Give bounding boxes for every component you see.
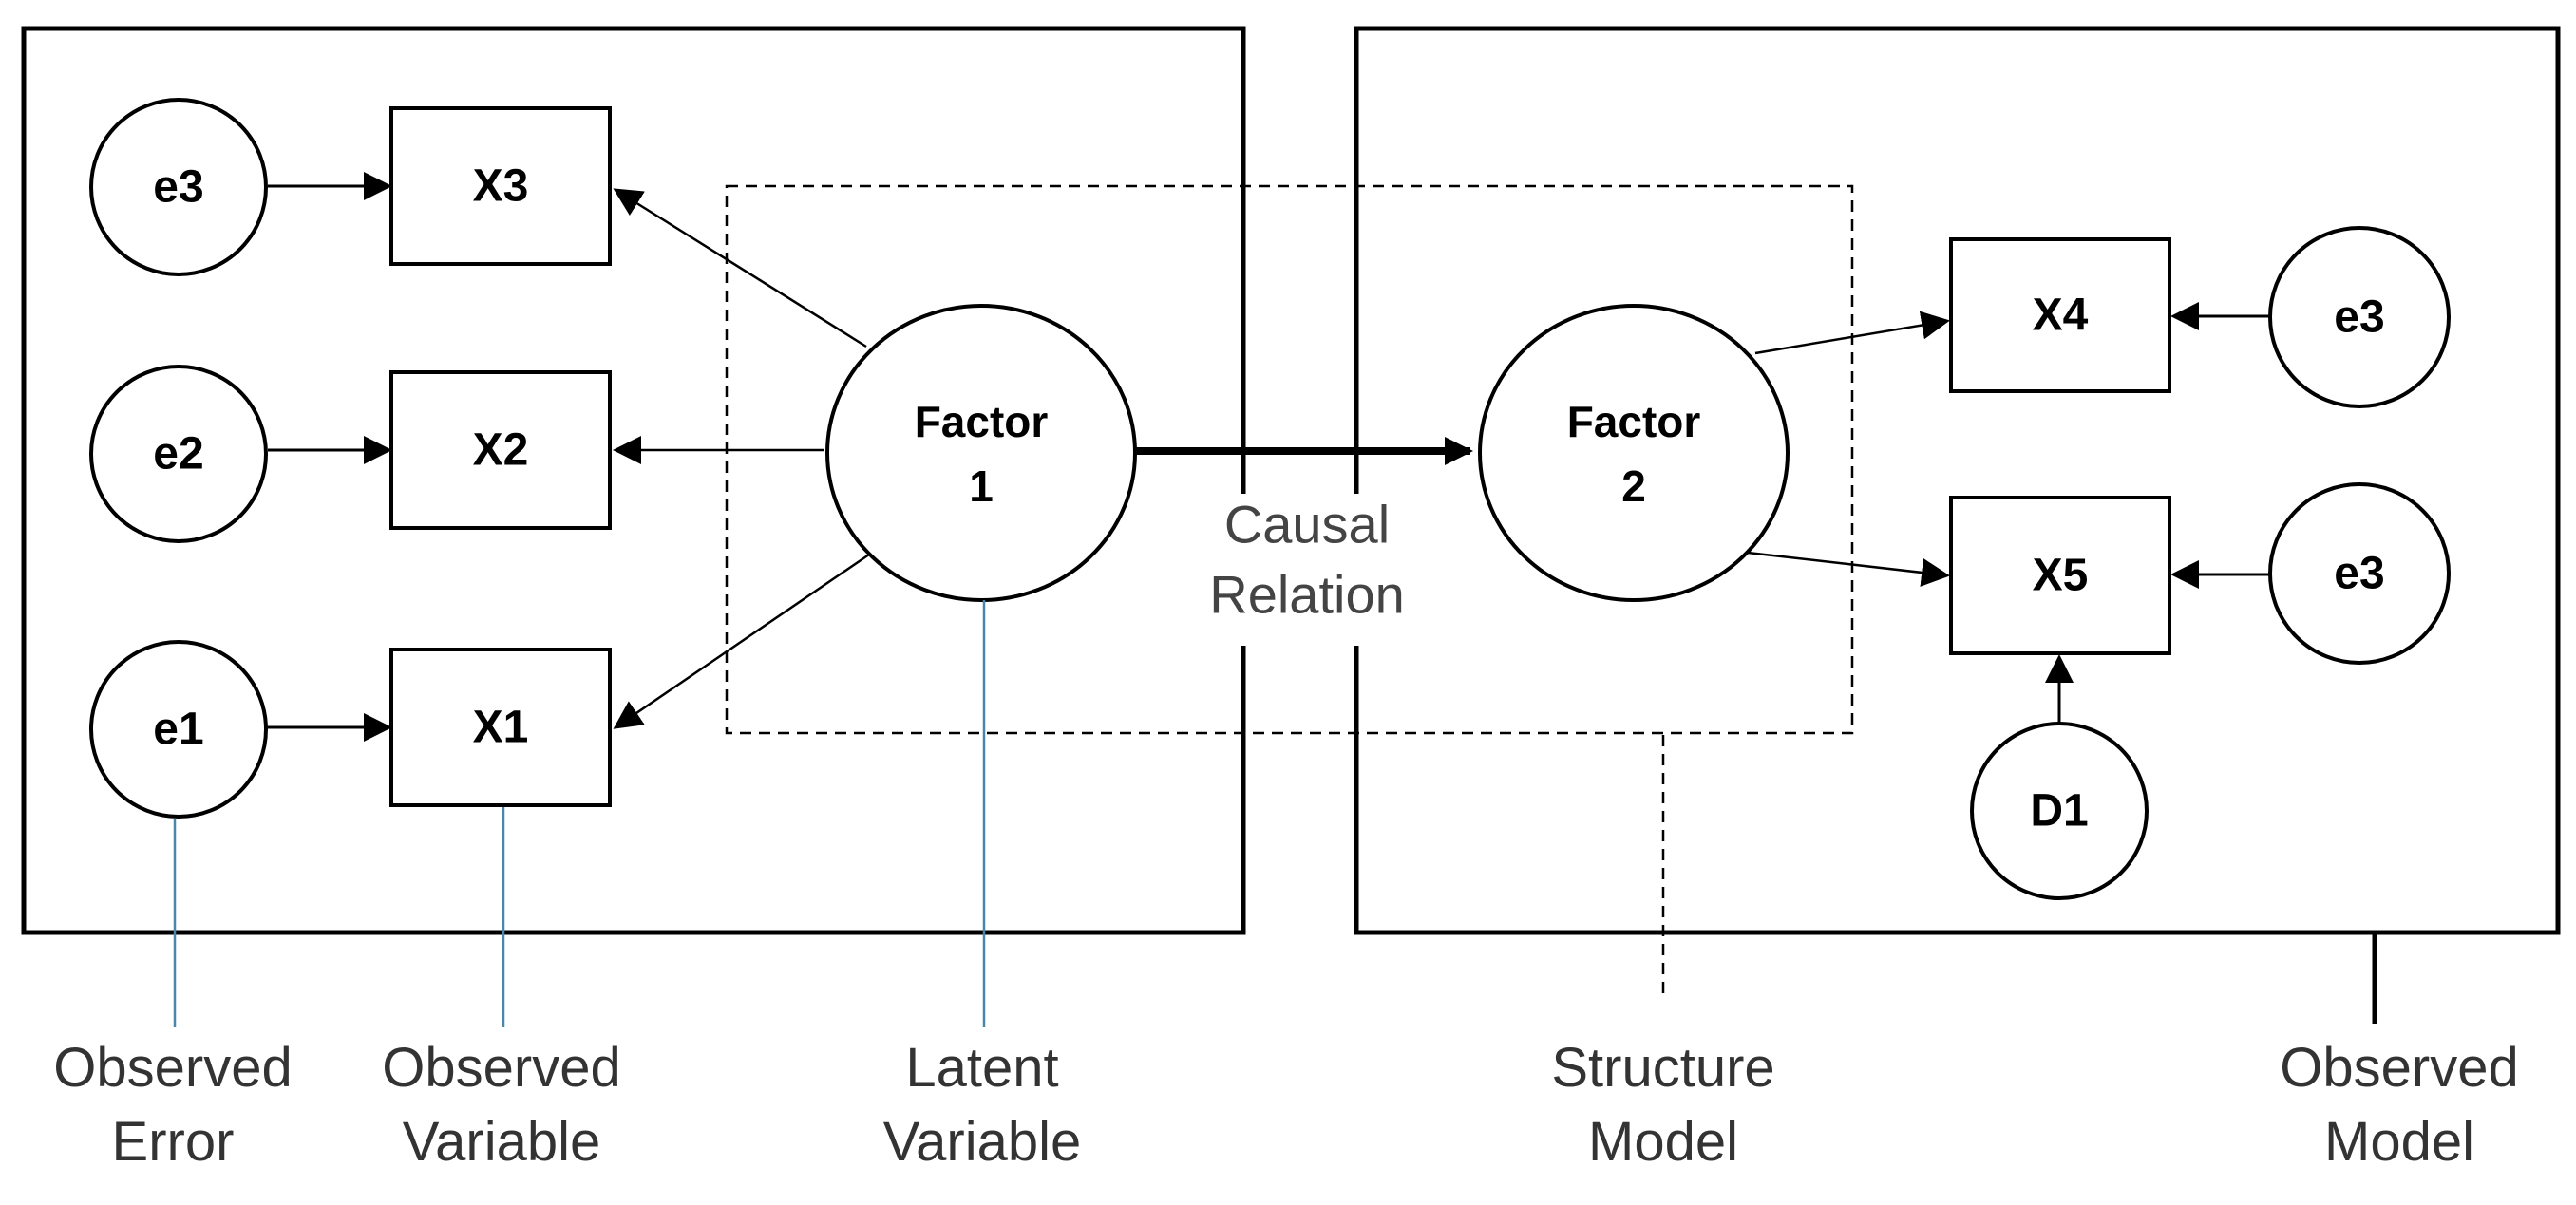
svg-text:Error: Error	[112, 1111, 235, 1173]
svg-text:Model: Model	[1588, 1111, 1738, 1173]
arrow-f2-x5	[1747, 551, 1950, 587]
left-error-e2: e2	[89, 365, 268, 543]
right-error-e3-upper: e3	[2268, 226, 2451, 408]
svg-text:Relation: Relation	[1209, 565, 1404, 625]
observed-variable-x3: X3	[389, 106, 612, 266]
svg-text:X3: X3	[473, 161, 529, 212]
svg-text:Structure: Structure	[1551, 1037, 1774, 1099]
svg-text:Factor: Factor	[1567, 397, 1701, 446]
factor-1: Factor 1	[825, 304, 1137, 602]
svg-text:D1: D1	[2030, 786, 2088, 837]
svg-text:e3: e3	[2334, 292, 2384, 343]
right-observed-model-box	[1354, 26, 2561, 935]
caption-observed-error: Observed Error	[53, 1037, 292, 1173]
causal-relation-label: Causal Relation	[1209, 495, 1404, 625]
observed-variable-x1: X1	[389, 648, 612, 807]
left-observed-model-box	[21, 26, 1246, 935]
svg-text:Observed: Observed	[53, 1037, 292, 1099]
observed-variable-x5: X5	[1949, 496, 2171, 655]
observed-variable-x4: X4	[1949, 237, 2171, 393]
caption-observed-variable: Observed Variable	[382, 1037, 620, 1173]
svg-text:Variable: Variable	[883, 1111, 1082, 1173]
caption-structure-model: Structure Model	[1551, 1037, 1774, 1173]
causal-gap-mask	[1225, 494, 1377, 646]
svg-text:e2: e2	[153, 429, 203, 480]
svg-text:Model: Model	[2324, 1111, 2474, 1173]
factor-2: Factor 2	[1478, 304, 1790, 602]
left-error-e1: e1	[89, 640, 268, 819]
observed-variable-x2: X2	[389, 370, 612, 530]
caption-latent-variable: Latent Variable	[883, 1037, 1082, 1173]
svg-text:e1: e1	[153, 705, 203, 755]
svg-text:e3: e3	[153, 162, 203, 213]
arrow-f1-x1	[613, 553, 870, 729]
svg-text:Observed: Observed	[2280, 1037, 2518, 1099]
svg-text:e3: e3	[2334, 549, 2384, 599]
svg-text:Causal: Causal	[1224, 495, 1390, 555]
caption-observed-model: Observed Model	[2280, 1037, 2518, 1173]
svg-text:X5: X5	[2033, 551, 2089, 601]
svg-text:2: 2	[1621, 461, 1646, 511]
svg-text:X1: X1	[473, 703, 529, 753]
arrow-f2-x4	[1754, 311, 1950, 355]
svg-text:Variable: Variable	[403, 1111, 601, 1173]
left-error-e3: e3	[89, 98, 268, 276]
disturbance-d1: D1	[1970, 722, 2149, 900]
svg-text:Factor: Factor	[915, 397, 1049, 446]
svg-text:X2: X2	[473, 425, 529, 476]
arrow-f1-x3	[613, 188, 867, 348]
svg-text:Latent: Latent	[905, 1037, 1058, 1099]
svg-text:Observed: Observed	[382, 1037, 620, 1099]
svg-text:1: 1	[969, 461, 994, 511]
svg-text:X4: X4	[2033, 291, 2089, 341]
right-error-e3-lower: e3	[2268, 482, 2451, 665]
